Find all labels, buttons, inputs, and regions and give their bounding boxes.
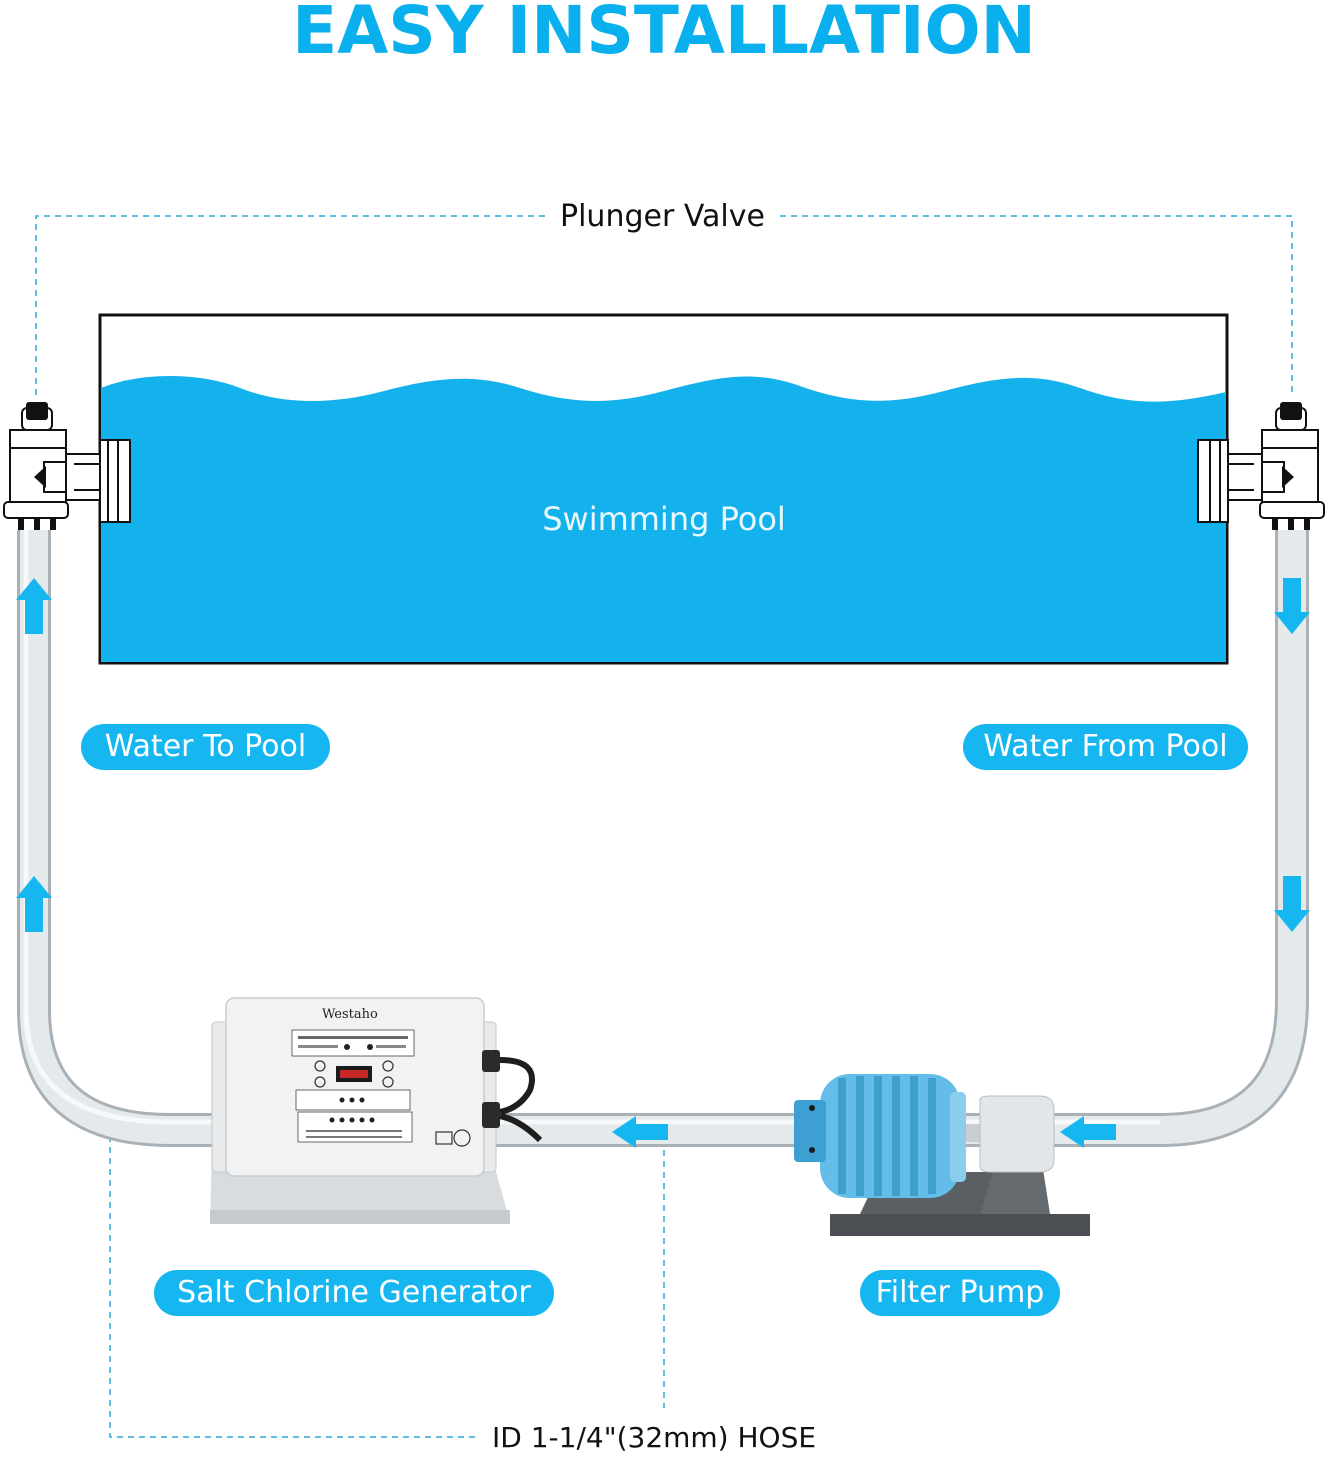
filter-pump [794, 1074, 1090, 1236]
plunger-valve-icon [3, 402, 131, 530]
plunger-valve-icon [1197, 402, 1325, 530]
hose-label: ID 1-1/4"(32mm) HOSE [480, 1420, 829, 1456]
flow-arrow-left-icon [612, 1116, 668, 1148]
flow-arrow-up-icon [16, 578, 52, 634]
water-to-pool-badge: Water To Pool [81, 724, 330, 770]
plunger-valve-label: Plunger Valve [548, 199, 777, 235]
filter-pump-badge: Filter Pump [860, 1270, 1060, 1316]
generator-brand: Westaho [322, 1007, 378, 1022]
salt-chlorine-generator-badge: Salt Chlorine Generator [154, 1270, 554, 1316]
flow-arrow-left-icon [1060, 1116, 1116, 1148]
water-from-pool-badge: Water From Pool [963, 724, 1248, 770]
swimming-pool-label: Swimming Pool [542, 500, 786, 538]
swimming-pool [98, 313, 1229, 665]
flow-arrow-down-icon [1274, 876, 1310, 932]
plunger-valve-callout-lines [35, 215, 1293, 395]
hose-callout-lines [109, 1125, 665, 1438]
flow-arrow-down-icon [1274, 578, 1310, 634]
page-title: EASY INSTALLATION [292, 0, 1036, 69]
flow-arrow-up-icon [16, 876, 52, 932]
salt-chlorine-generator: Westaho [210, 997, 543, 1224]
pool-water [101, 376, 1226, 662]
